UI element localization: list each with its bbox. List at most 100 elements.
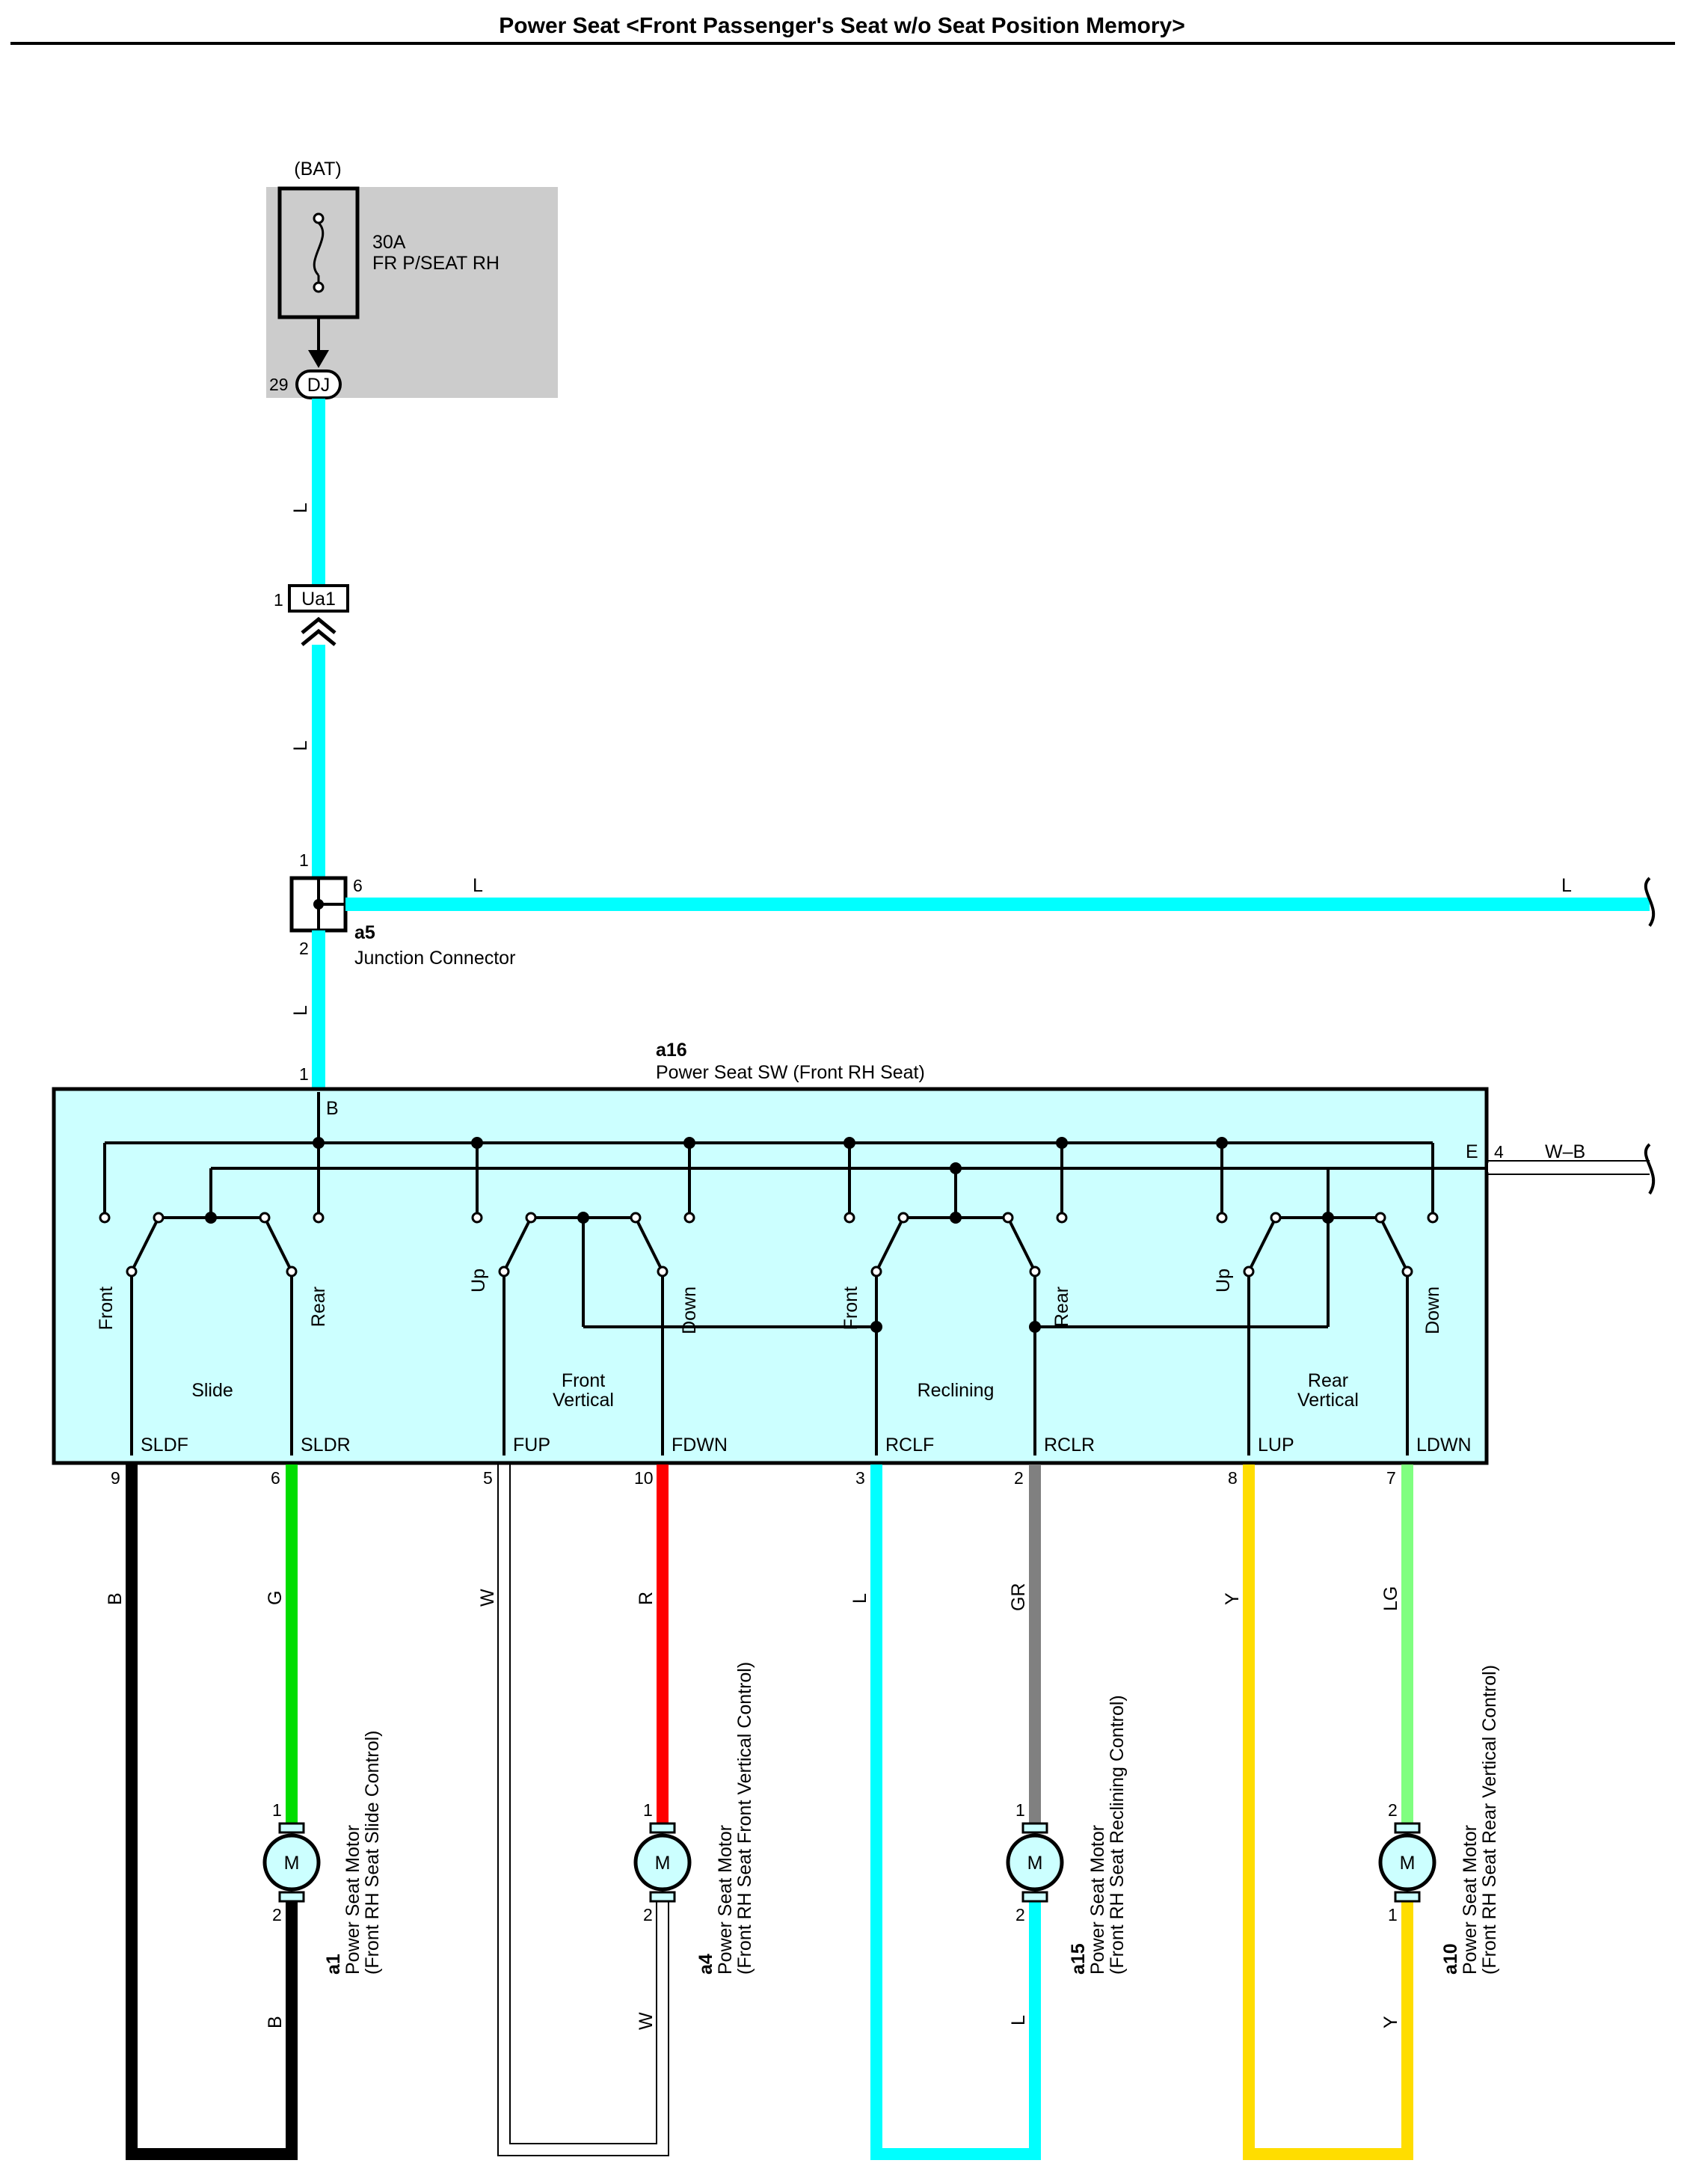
out-wire-lup: Y — [1222, 1592, 1243, 1605]
group-rear-vertical-name-2: Vertical — [1297, 1390, 1359, 1411]
splice-dots — [205, 1137, 1334, 1333]
a1-code: a1 — [323, 1954, 344, 1975]
a10-desc: (Front RH Seat Rear Vertical Control) — [1479, 1665, 1500, 1975]
motor-icon-a4-bottom — [649, 1891, 676, 1903]
switch-contacts — [99, 1212, 1439, 1277]
out-pin-fup: 5 — [483, 1468, 493, 1488]
a1-description: a1 Power Seat Motor (Front RH Seat Slide… — [323, 1730, 383, 1975]
slide-right-label: Rear — [308, 1286, 329, 1327]
ua1-connector — [288, 584, 349, 613]
a15-pin-top: 1 — [1015, 1800, 1025, 1820]
motor-symbol-a15: M — [1027, 1853, 1043, 1874]
motor-icon-a15-top — [1021, 1822, 1048, 1834]
continuation-break-icon-2 — [1644, 1143, 1656, 1195]
motor-a1: M — [262, 1822, 321, 1903]
e-terminal: E — [1466, 1141, 1478, 1162]
ua1-label: Ua1 — [301, 589, 336, 610]
rv-right-label: Down — [1422, 1286, 1443, 1334]
a5-code: a5 — [354, 922, 375, 943]
wire-down-label: L — [290, 1005, 311, 1016]
wire-L-fuse-to-ua1 — [312, 399, 325, 586]
bat-label: (BAT) — [294, 159, 341, 180]
rcl-left-label: Front — [841, 1286, 861, 1330]
a10-code: a10 — [1440, 1943, 1461, 1975]
a1-return-wire: B — [265, 2016, 286, 2028]
continuation-break-icon — [1644, 877, 1656, 927]
b-terminal: B — [326, 1098, 339, 1119]
wire-LG-ldwn — [1401, 1464, 1413, 1828]
motor-icon-a15 — [1006, 1833, 1064, 1892]
a4-return-wire: W — [636, 2012, 657, 2030]
motor-a10: M — [1378, 1822, 1436, 1903]
wire-right-label-1: L — [473, 875, 483, 896]
diagram-title: Power Seat <Front Passenger's Seat w/o S… — [499, 13, 1184, 38]
out-pin-sldf: 9 — [111, 1468, 120, 1488]
fuse-name: FR P/SEAT RH — [372, 253, 500, 274]
a15-code: a15 — [1068, 1943, 1089, 1975]
motor-icon-a1-top — [278, 1822, 305, 1834]
power-seat-switch-box — [52, 1087, 1489, 1465]
out-wire-rclr: GR — [1008, 1583, 1029, 1612]
a4-pin-bottom: 2 — [643, 1905, 653, 1924]
fuse-box — [266, 187, 558, 398]
e-pin: 4 — [1494, 1142, 1504, 1162]
wire-L1-label: L — [290, 503, 311, 513]
wire-L-a15-return — [1029, 1897, 1041, 2160]
out-pin-ldwn: 7 — [1386, 1468, 1396, 1488]
fuse-pin: 29 — [269, 375, 289, 394]
a10-name: Power Seat Motor — [1460, 1825, 1481, 1975]
wire-L-a15-bottom — [870, 2148, 1041, 2160]
terminal-sldr: SLDR — [301, 1435, 351, 1456]
out-pin-rclf: 3 — [855, 1468, 865, 1488]
fuse-rating: 30A — [372, 232, 406, 253]
motor-a15: M — [1006, 1822, 1064, 1903]
wire-L-junction-right — [345, 898, 1650, 911]
terminal-ldwn: LDWN — [1416, 1435, 1472, 1456]
a10-description: a10 Power Seat Motor (Front RH Seat Rear… — [1440, 1665, 1500, 1975]
terminal-sldf: SLDF — [141, 1435, 188, 1456]
a5-name: Junction Connector — [354, 948, 515, 969]
motor-icon-a4 — [633, 1833, 692, 1892]
wire-R-fdwn — [657, 1464, 669, 1828]
a10-pin-bottom: 1 — [1388, 1905, 1398, 1924]
wire-W-B-fill — [1488, 1163, 1650, 1172]
wire-W-B — [1488, 1160, 1650, 1175]
motor-icon-a10 — [1378, 1833, 1436, 1892]
a4-pin-top: 1 — [643, 1800, 653, 1820]
out-wire-sldr: G — [265, 1591, 286, 1605]
group-slide-name: Slide — [191, 1380, 233, 1401]
a15-return-wire: L — [1008, 2015, 1029, 2025]
rcl-right-label: Rear — [1051, 1286, 1072, 1327]
a4-desc: (Front RH Seat Front Vertical Control) — [734, 1662, 755, 1975]
a15-pin-bottom: 2 — [1015, 1905, 1025, 1924]
wire-L-ua1-to-a5 — [312, 645, 325, 878]
out-wire-fup: W — [477, 1589, 498, 1607]
wire-W-fup — [497, 1464, 669, 2156]
slide-left-label: Front — [96, 1286, 117, 1330]
wire-L-rclf — [870, 1464, 882, 2160]
a5-splice-dot — [313, 899, 324, 910]
switch-name: Power Seat SW (Front RH Seat) — [656, 1062, 925, 1083]
wire-G-sldr — [286, 1464, 298, 1828]
switch-input-pin: 1 — [299, 1064, 309, 1084]
wire-Y-a10-bottom — [1243, 2148, 1413, 2160]
motor-symbol-a1: M — [284, 1853, 300, 1874]
out-wire-ldwn: LG — [1380, 1586, 1401, 1611]
wire-B-a1-return — [286, 1897, 298, 2160]
arrow-down-icon — [308, 350, 329, 368]
wire-B-sldf — [126, 1464, 138, 2160]
wire-L2-label: L — [290, 740, 311, 751]
out-pin-sldr: 6 — [271, 1468, 280, 1488]
out-pin-lup: 8 — [1228, 1468, 1238, 1488]
chevron-connector-icon — [301, 616, 337, 646]
wire-GR-rclr — [1029, 1464, 1041, 1828]
out-wire-rclf: L — [849, 1593, 870, 1604]
dj-connector-label: DJ — [307, 375, 331, 396]
motor-icon-a1-bottom — [278, 1891, 305, 1903]
out-wire-fdwn: R — [636, 1592, 657, 1605]
a5-pin-right: 6 — [353, 876, 363, 895]
group-front-vertical-name-1: Front — [562, 1370, 605, 1391]
a15-name: Power Seat Motor — [1087, 1825, 1108, 1975]
wire-L-a5-to-switch — [312, 930, 325, 1089]
